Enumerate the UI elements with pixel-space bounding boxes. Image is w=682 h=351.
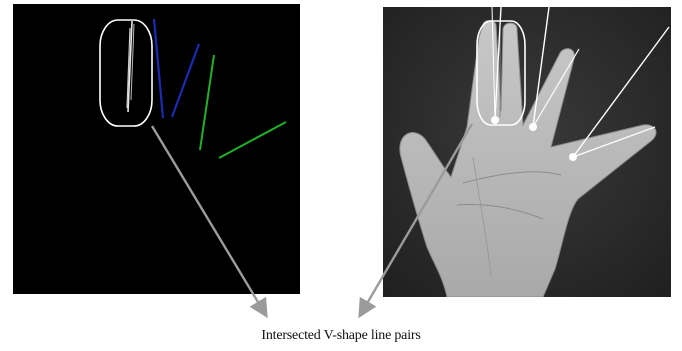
pointer-arrow-icon xyxy=(150,125,268,319)
figure-caption: Intersected V-shape line pairs xyxy=(261,328,421,343)
white-line-segment xyxy=(130,23,135,101)
green-line-segment xyxy=(218,121,287,159)
hand-image-panel xyxy=(383,6,671,298)
palm-crease xyxy=(456,204,544,220)
intersection-point xyxy=(491,116,499,124)
green-line-segment xyxy=(199,54,215,151)
intersection-point xyxy=(529,123,537,131)
blue-line-segment xyxy=(152,18,165,119)
palm-crease xyxy=(472,156,492,278)
hand-image-svg xyxy=(383,6,671,298)
line-detection-panel xyxy=(13,4,300,294)
v-shape-line xyxy=(532,48,580,128)
white-line-segment xyxy=(126,27,131,109)
white-line-segment xyxy=(127,20,133,113)
pointer-arrow-icon xyxy=(358,123,474,319)
v-shape-line xyxy=(572,126,656,158)
blue-line-segment xyxy=(170,43,201,118)
intersection-point xyxy=(569,153,577,161)
v-shape-line xyxy=(494,6,502,120)
v-shape-highlight-box xyxy=(99,19,153,127)
hand-silhouette xyxy=(399,20,657,298)
line-detection-svg xyxy=(99,18,287,159)
v-shape-line xyxy=(572,26,670,158)
palm-crease xyxy=(462,171,562,184)
v-shape-line xyxy=(532,6,550,128)
v-shape-line xyxy=(491,6,496,120)
v-shape-highlight-box xyxy=(476,20,526,126)
